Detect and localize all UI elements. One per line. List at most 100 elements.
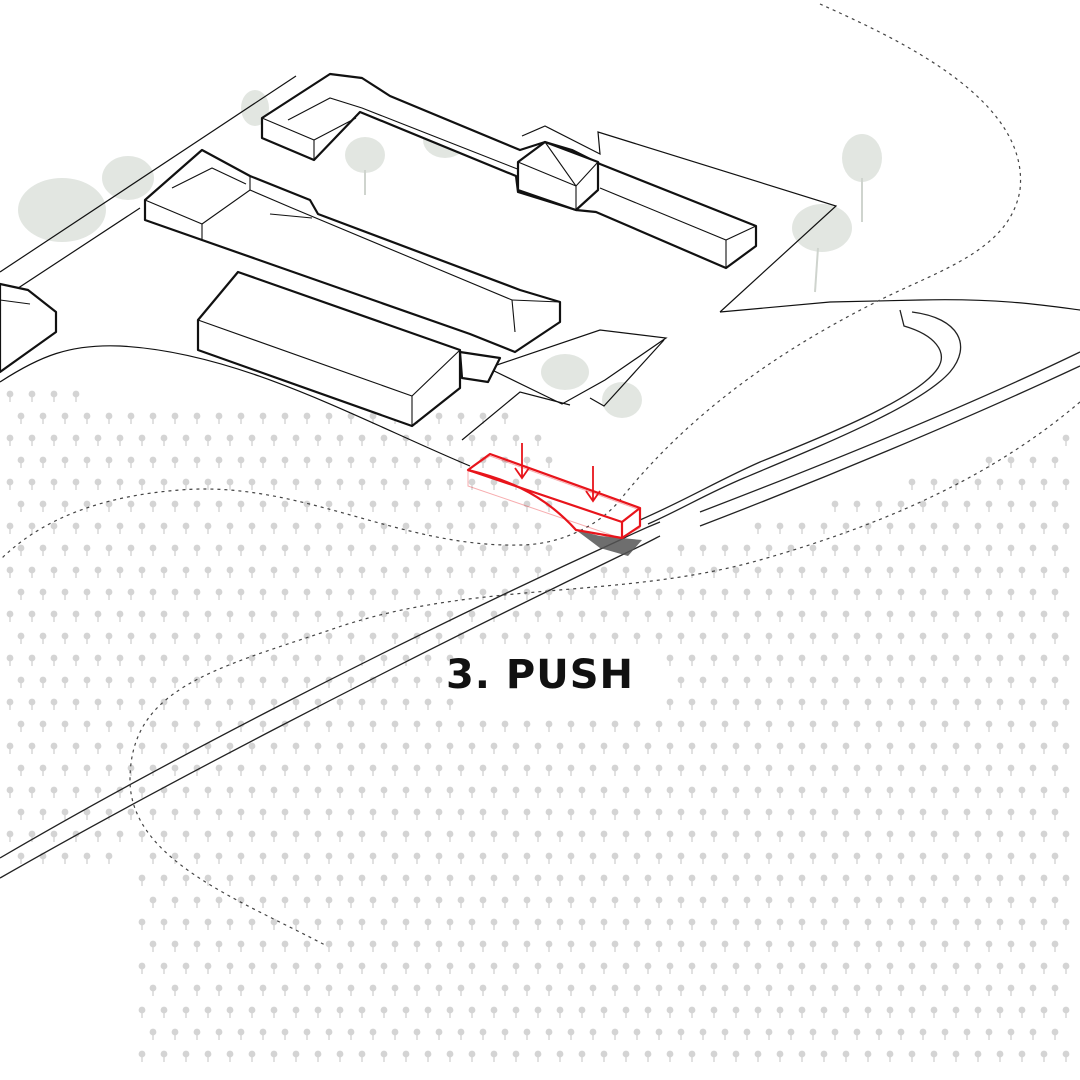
orchard-tree-icon — [204, 610, 212, 618]
orchard-tree-icon — [17, 500, 25, 508]
orchard-tree-icon — [6, 390, 14, 398]
orchard-tree-icon — [6, 434, 14, 442]
orchard-tree-icon — [237, 676, 245, 684]
orchard-tree-icon — [798, 1006, 806, 1014]
orchard-tree-icon — [215, 940, 223, 948]
orchard-tree-icon — [61, 588, 69, 596]
orchard-tree-icon — [765, 808, 773, 816]
orchard-tree-icon — [710, 962, 718, 970]
orchard-tree-icon — [754, 918, 762, 926]
orchard-tree-icon — [171, 632, 179, 640]
orchard-tree-icon — [798, 830, 806, 838]
orchard-tree-icon — [281, 588, 289, 596]
orchard-tree-icon — [424, 918, 432, 926]
orchard-tree-icon — [754, 654, 762, 662]
orchard-tree-icon — [930, 742, 938, 750]
orchard-tree-icon — [138, 654, 146, 662]
orchard-tree-icon — [347, 940, 355, 948]
orchard-tree-icon — [809, 764, 817, 772]
orchard-tree-icon — [1007, 896, 1015, 904]
orchard-tree-icon — [820, 962, 828, 970]
orchard-tree-icon — [930, 610, 938, 618]
orchard-tree-icon — [644, 1006, 652, 1014]
orchard-tree-icon — [710, 654, 718, 662]
orchard-tree-icon — [380, 566, 388, 574]
orchard-tree-icon — [996, 874, 1004, 882]
orchard-tree-icon — [61, 500, 69, 508]
orchard-tree-icon — [149, 896, 157, 904]
orchard-tree-icon — [138, 962, 146, 970]
orchard-tree-icon — [996, 566, 1004, 574]
orchard-tree-icon — [369, 940, 377, 948]
orchard-tree-icon — [336, 1050, 344, 1058]
orchard-tree-icon — [28, 654, 36, 662]
orchard-tree-icon — [820, 566, 828, 574]
orchard-tree-icon — [809, 632, 817, 640]
orchard-tree-icon — [1007, 808, 1015, 816]
orchard-tree-icon — [765, 676, 773, 684]
orchard-tree-icon — [303, 940, 311, 948]
orchard-tree-icon — [952, 698, 960, 706]
orchard-tree-icon — [270, 830, 278, 838]
orchard-tree-icon — [919, 984, 927, 992]
orchard-tree-icon — [501, 852, 509, 860]
orchard-tree-icon — [985, 544, 993, 552]
orchard-tree-icon — [919, 544, 927, 552]
orchard-tree-icon — [622, 1006, 630, 1014]
orchard-tree-icon — [435, 456, 443, 464]
orchard-tree-icon — [677, 940, 685, 948]
orchard-tree-icon — [292, 698, 300, 706]
orchard-tree-icon — [1040, 522, 1048, 530]
orchard-tree-icon — [831, 940, 839, 948]
orchard-tree-icon — [369, 984, 377, 992]
orchard-tree-icon — [710, 1050, 718, 1058]
orchard-tree-icon — [842, 610, 850, 618]
orchard-tree-icon — [248, 742, 256, 750]
orchard-tree-icon — [831, 984, 839, 992]
orchard-tree-icon — [1040, 654, 1048, 662]
orchard-tree-icon — [721, 896, 729, 904]
orchard-tree-icon — [699, 1028, 707, 1036]
orchard-tree-icon — [347, 764, 355, 772]
orchard-tree-icon — [732, 874, 740, 882]
orchard-tree-icon — [644, 918, 652, 926]
orchard-tree-icon — [292, 522, 300, 530]
orchard-tree-icon — [996, 962, 1004, 970]
push-arrow-icon — [514, 443, 530, 480]
orchard-tree-icon — [424, 698, 432, 706]
orchard-tree-icon — [446, 874, 454, 882]
orchard-tree-icon — [270, 874, 278, 882]
orchard-tree-icon — [358, 874, 366, 882]
orchard-tree-icon — [160, 1050, 168, 1058]
orchard-tree-icon — [776, 918, 784, 926]
orchard-tree-icon — [897, 852, 905, 860]
orchard-tree-icon — [589, 852, 597, 860]
orchard-tree-icon — [1018, 830, 1026, 838]
orchard-tree-icon — [204, 1006, 212, 1014]
orchard-tree-icon — [28, 786, 36, 794]
orchard-tree-icon — [809, 808, 817, 816]
orchard-tree-icon — [809, 852, 817, 860]
orchard-tree-icon — [633, 720, 641, 728]
orchard-tree-icon — [655, 632, 663, 640]
orchard-tree-icon — [622, 874, 630, 882]
orchard-tree-icon — [897, 544, 905, 552]
orchard-tree-icon — [589, 896, 597, 904]
orchard-tree-icon — [688, 918, 696, 926]
orchard-tree-icon — [138, 830, 146, 838]
orchard-tree-icon — [171, 544, 179, 552]
orchard-tree-icon — [633, 940, 641, 948]
orchard-tree-icon — [138, 874, 146, 882]
orchard-tree-icon — [578, 610, 586, 618]
orchard-tree-icon — [820, 830, 828, 838]
orchard-tree-icon — [446, 654, 454, 662]
orchard-tree-icon — [127, 456, 135, 464]
orchard-tree-icon — [237, 940, 245, 948]
orchard-tree-icon — [787, 676, 795, 684]
orchard-tree-icon — [677, 720, 685, 728]
orchard-tree-icon — [83, 720, 91, 728]
orchard-tree-icon — [83, 544, 91, 552]
orchard-tree-icon — [127, 500, 135, 508]
orchard-tree-icon — [985, 940, 993, 948]
orchard-tree-icon — [193, 1028, 201, 1036]
